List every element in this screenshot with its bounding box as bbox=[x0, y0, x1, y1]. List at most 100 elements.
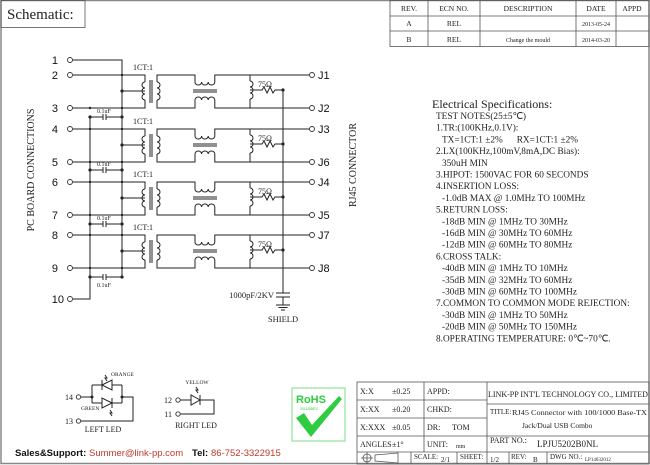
dr-value: TOM bbox=[452, 423, 470, 432]
scale-value: 2/1 bbox=[441, 456, 450, 464]
rj45-pin-label: J3 bbox=[318, 124, 330, 136]
rev-cell: A bbox=[406, 19, 412, 28]
spec-line: 8.OPERATING TEMPERATURE: 0℃~70℃. bbox=[436, 334, 611, 344]
pin-14-label: 14 bbox=[65, 393, 73, 402]
spec-line: -30dB MIN @ 60MHz TO 100MHz bbox=[442, 288, 577, 298]
dwg-no-label: DWG NO.: bbox=[550, 453, 582, 461]
orange-label: ORANGE bbox=[111, 372, 135, 378]
tol-x-label: X:X bbox=[360, 387, 374, 396]
termination-coil-icon bbox=[249, 240, 254, 260]
pin-10-terminal bbox=[67, 296, 73, 302]
electrical-specifications: Electrical Specifications: TEST NOTES(25… bbox=[432, 97, 630, 344]
unit-value: mm bbox=[456, 444, 466, 450]
rohs-title: RoHS bbox=[296, 394, 326, 406]
common-mode-choke-icon bbox=[194, 128, 310, 140]
tol-x-value: ±0.25 bbox=[392, 387, 410, 396]
capacitor-0.1uF: 0.1uF bbox=[88, 274, 124, 289]
spec-line: 350uH MIN bbox=[442, 159, 488, 169]
specs-title: Electrical Specifications: bbox=[432, 97, 552, 111]
pin-1-label: 1 bbox=[52, 55, 58, 67]
capacitor-label: 0.1uF bbox=[97, 109, 112, 115]
tol-xxx-value: ±0.05 bbox=[392, 423, 410, 432]
transformer-secondary-coil-icon bbox=[156, 81, 161, 101]
tol-angles-value: ±1° bbox=[392, 440, 404, 449]
ecn-header: ECN NO. bbox=[439, 4, 469, 13]
spec-line: 5.RETURN LOSS: bbox=[436, 206, 508, 216]
pin-label: 5 bbox=[52, 157, 58, 169]
ecn-cell: REL bbox=[447, 19, 462, 28]
transformer-ratio-label: 1CT:1 bbox=[133, 170, 153, 179]
capacitor-label: 0.1uF bbox=[97, 162, 112, 168]
tol-xxx-label: X:XXX bbox=[360, 423, 386, 432]
tol-angles-label: ANGLES bbox=[360, 440, 392, 449]
description-cell: Change the mould bbox=[506, 38, 550, 44]
title-line-1: RJ45 Connector with 100/1000 Base-TX bbox=[512, 408, 648, 417]
capacitor-0.1uF: 0.1uF bbox=[88, 109, 124, 120]
email-link[interactable]: Summer@link-pp.com bbox=[89, 448, 183, 459]
spec-line: 2.LX(100KHz,100mV,8mA,DC Bias): bbox=[436, 146, 580, 157]
date-cell: 2013-05-24 bbox=[582, 22, 610, 28]
common-mode-choke-icon bbox=[194, 181, 310, 193]
scale-label: SCALE: bbox=[414, 453, 438, 461]
pin-12-label: 12 bbox=[164, 396, 172, 405]
spec-line: -20dB MIN @ 50MHz TO 150MHz bbox=[442, 323, 577, 333]
capacitor-0.1uF: 0.1uF bbox=[88, 162, 124, 173]
pin-13-label: 13 bbox=[65, 417, 73, 426]
sheet-label: SHEET: bbox=[460, 453, 483, 461]
pin-label: 8 bbox=[52, 230, 58, 242]
resistor-label: 75Ω bbox=[258, 187, 272, 196]
rohs-logo: RoHS 2011/65/EC bbox=[291, 387, 346, 442]
transformer-secondary-coil-icon bbox=[156, 241, 161, 261]
spec-line: 3.HIPOT: 1500VAC FOR 60 SECONDS bbox=[436, 171, 589, 181]
spec-line: -30dB MIN @ 1MHz TO 50MHz bbox=[442, 311, 568, 321]
page-title: Schematic: bbox=[7, 7, 74, 23]
spec-line: -40dB MIN @ 1MHz TO 10MHz bbox=[442, 264, 568, 274]
spec-line: -12dB MIN @ 60MHz TO 80MHz bbox=[442, 241, 572, 251]
header-box: Schematic: bbox=[0, 0, 86, 28]
spec-line: 6.CROSS TALK: bbox=[436, 252, 501, 262]
pin-label: 3 bbox=[52, 103, 58, 115]
capacitor-0.1uF: 0.1uF bbox=[88, 216, 124, 227]
pin-label: 7 bbox=[52, 210, 58, 222]
part-no-label: PART NO.: bbox=[490, 436, 527, 445]
transformer-primary-coil-icon bbox=[141, 241, 146, 261]
spec-line: 1.TR:(100KHz,0.1V): bbox=[436, 123, 518, 134]
termination-coil-icon bbox=[249, 134, 254, 154]
magnetics-schematic: PC BOARD CONNECTIONS RJ45 CONNECTOR 0.1u… bbox=[26, 55, 359, 324]
rev-label: REV: bbox=[511, 453, 526, 461]
rj45-pin-label: J2 bbox=[318, 103, 330, 115]
description-header: DESCRIPTION bbox=[504, 4, 553, 13]
transformer-ratio-label: 1CT:1 bbox=[133, 63, 153, 72]
pin-10-label: 10 bbox=[52, 294, 64, 306]
appd-header: APPD bbox=[622, 4, 642, 13]
common-mode-choke-icon bbox=[194, 74, 310, 86]
company-name: LINK-PP INT'L TECHNOLOGY CO., LIMITED bbox=[488, 390, 648, 399]
rj45-pin-label: J5 bbox=[318, 210, 330, 222]
sales-support-label: Sales&Support: bbox=[15, 448, 86, 459]
termination-coil-icon bbox=[249, 80, 254, 100]
part-no-value: LPJU5202B0NL bbox=[537, 439, 598, 449]
right-led-label: RIGHT LED bbox=[175, 421, 217, 430]
tel-number: 86-752-3322915 bbox=[211, 448, 281, 459]
revision-table: REV. ECN NO. DESCRIPTION DATE APPD A REL… bbox=[389, 0, 650, 47]
transformer-primary-coil-icon bbox=[141, 188, 146, 208]
rj45-pin-label: J7 bbox=[318, 230, 330, 242]
cap-bus bbox=[73, 117, 91, 300]
transformer-primary-coil-icon bbox=[141, 81, 146, 101]
termination-coil-icon bbox=[249, 187, 254, 207]
tol-xx-value: ±0.20 bbox=[392, 405, 410, 414]
title-label: TITLE: bbox=[490, 408, 511, 416]
pc-board-label: PC BOARD CONNECTIONS bbox=[26, 109, 37, 232]
capacitor-label: 0.1uF bbox=[97, 216, 112, 222]
spec-line: TEST NOTES(25±5℃) bbox=[436, 111, 526, 122]
green-led-diode-icon bbox=[101, 397, 114, 409]
spec-line: -16dB MIN @ 30MHz TO 60MHz bbox=[442, 229, 572, 239]
pin-1-terminal bbox=[67, 57, 73, 63]
rohs-directive: 2011/65/EC bbox=[300, 407, 319, 411]
spec-line: 7.COMMON TO COMMON MODE REJECTION: bbox=[436, 299, 630, 309]
green-label: GREEN bbox=[81, 406, 99, 412]
rj45-pin-label: J8 bbox=[318, 263, 330, 275]
